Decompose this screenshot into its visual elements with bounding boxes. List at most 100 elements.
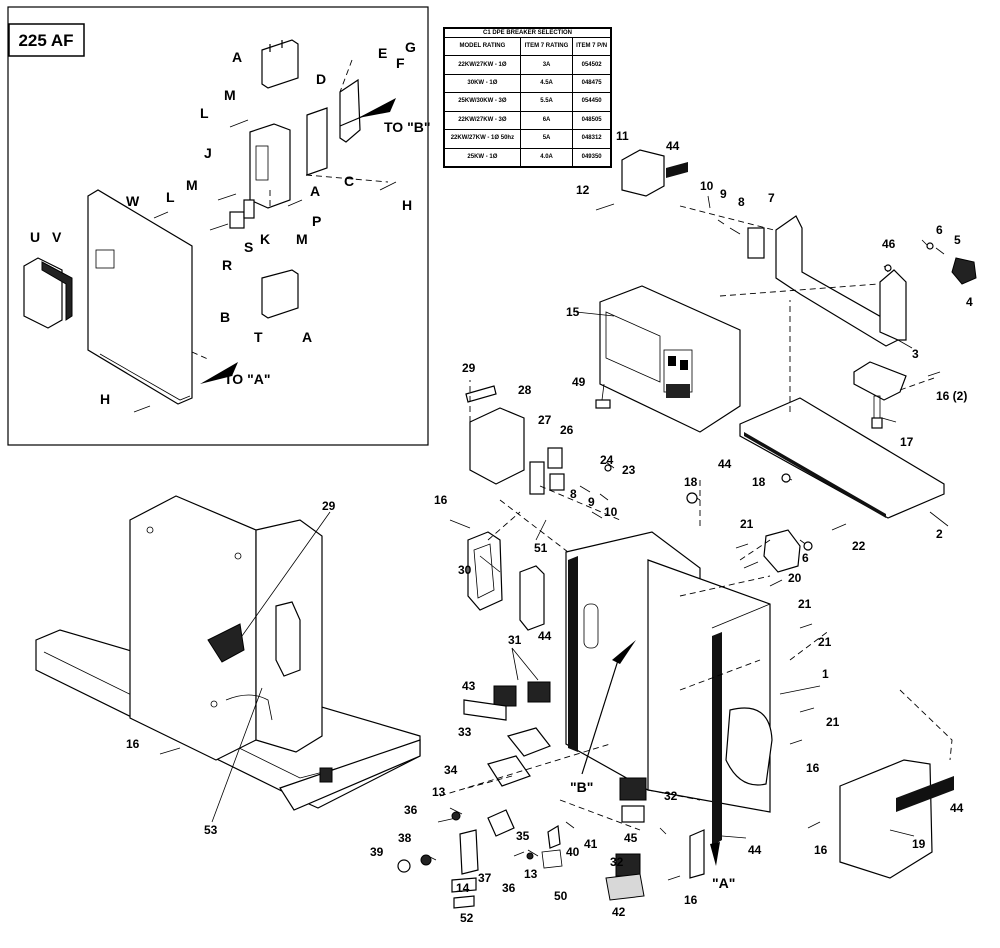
arrow-a xyxy=(710,842,720,866)
svg-text:14: 14 xyxy=(456,881,470,895)
svg-text:29: 29 xyxy=(322,499,336,513)
svg-text:46: 46 xyxy=(882,237,896,251)
table-cell: 4.5A xyxy=(519,73,574,94)
bracket-28 xyxy=(469,407,525,485)
connector-33 xyxy=(506,727,551,757)
table-cell: 22KW/27KW - 1Ø 50hz xyxy=(444,129,521,149)
to-a-label: TO "A" xyxy=(224,371,270,387)
part-11 xyxy=(621,149,665,197)
svg-text:4: 4 xyxy=(966,295,973,309)
svg-text:U: U xyxy=(30,229,40,245)
plate-c xyxy=(306,107,328,176)
table-cell: 3A xyxy=(519,55,574,75)
svg-text:42: 42 xyxy=(612,905,626,919)
svg-text:M: M xyxy=(296,231,308,247)
svg-text:K: K xyxy=(260,231,270,247)
svg-text:44: 44 xyxy=(718,457,732,471)
svg-text:G: G xyxy=(405,39,416,55)
svg-text:16: 16 xyxy=(434,493,448,507)
a-marker: "A" xyxy=(712,875,735,891)
strip-44-cover xyxy=(896,776,954,812)
svg-text:39: 39 xyxy=(370,845,384,859)
svg-text:R: R xyxy=(222,257,232,273)
svg-text:44: 44 xyxy=(666,139,680,153)
strip-44-left xyxy=(568,556,578,752)
svg-text:23: 23 xyxy=(622,463,636,477)
svg-text:44: 44 xyxy=(748,843,762,857)
svg-text:43: 43 xyxy=(462,679,476,693)
svg-text:10: 10 xyxy=(604,505,618,519)
svg-text:9: 9 xyxy=(720,187,727,201)
svg-text:53: 53 xyxy=(204,823,218,837)
svg-text:M: M xyxy=(224,87,236,103)
svg-text:A: A xyxy=(310,183,320,199)
svg-text:21: 21 xyxy=(818,635,832,649)
svg-text:37: 37 xyxy=(478,871,492,885)
svg-text:41: 41 xyxy=(584,837,598,851)
svg-text:E: E xyxy=(378,45,387,61)
svg-text:30: 30 xyxy=(458,563,472,577)
strip-44-top xyxy=(666,162,688,178)
cover-a-bottom xyxy=(261,269,299,319)
svg-text:16: 16 xyxy=(684,893,698,907)
svg-text:21: 21 xyxy=(826,715,840,729)
part-49 xyxy=(595,399,611,409)
connector-31b xyxy=(527,681,551,703)
svg-text:13: 13 xyxy=(432,785,446,799)
svg-text:H: H xyxy=(402,197,412,213)
svg-text:40: 40 xyxy=(566,845,580,859)
strip-44-tray xyxy=(744,432,886,518)
svg-text:8: 8 xyxy=(738,195,745,209)
part-s xyxy=(229,211,245,229)
gasket-51 xyxy=(519,565,545,631)
svg-text:24: 24 xyxy=(600,453,614,467)
table-cell: 054450 xyxy=(572,92,611,112)
table-title: C1 DPE BREAKER SELECTION xyxy=(444,28,611,38)
arrow-to-a xyxy=(200,362,238,384)
table-header: MODEL RATING xyxy=(444,36,521,57)
svg-text:6: 6 xyxy=(936,223,943,237)
table-row: 22KW/27KW - 3Ø 6A 048505 xyxy=(444,110,611,131)
table-row: 30KW - 1Ø 4.5A 048475 xyxy=(444,73,611,94)
cover-19 xyxy=(839,759,933,879)
svg-text:15: 15 xyxy=(566,305,580,319)
svg-text:28: 28 xyxy=(518,383,532,397)
table-cell: 30KW - 1Ø xyxy=(444,73,521,94)
svg-text:D: D xyxy=(316,71,326,87)
arrow-b xyxy=(612,640,636,664)
svg-text:29: 29 xyxy=(462,361,476,375)
svg-text:35: 35 xyxy=(516,829,530,843)
svg-text:W: W xyxy=(126,193,140,209)
part-29 xyxy=(465,385,497,403)
svg-text:21: 21 xyxy=(740,517,754,531)
frame-label-box xyxy=(8,23,85,57)
svg-text:A: A xyxy=(232,49,242,65)
label-43 xyxy=(463,699,507,721)
svg-text:3: 3 xyxy=(912,347,919,361)
svg-text:8: 8 xyxy=(570,487,577,501)
table-cell: 6A xyxy=(519,110,574,131)
to-b-label: TO "B" xyxy=(384,119,430,135)
b-marker: "B" xyxy=(570,779,593,795)
frame-label: 225 AF xyxy=(18,31,73,50)
svg-text:H: H xyxy=(100,391,110,407)
strip-44-right xyxy=(712,632,722,846)
svg-text:17: 17 xyxy=(900,435,914,449)
table-cell: 048312 xyxy=(572,129,611,149)
terminal-32a xyxy=(619,777,647,801)
svg-text:20: 20 xyxy=(788,571,802,585)
part-35 xyxy=(487,809,515,837)
label-42 xyxy=(605,873,645,901)
label-50 xyxy=(541,849,563,869)
table-row: 25KW - 1Ø 4.0A 049350 xyxy=(444,147,611,168)
svg-text:J: J xyxy=(204,145,212,161)
svg-text:5: 5 xyxy=(954,233,961,247)
svg-text:S: S xyxy=(244,239,253,255)
svg-text:27: 27 xyxy=(538,413,552,427)
svg-text:31: 31 xyxy=(508,633,522,647)
tray-2 xyxy=(739,397,945,519)
bracket-37 xyxy=(459,829,479,875)
svg-text:13: 13 xyxy=(524,867,538,881)
svg-text:18: 18 xyxy=(684,475,698,489)
